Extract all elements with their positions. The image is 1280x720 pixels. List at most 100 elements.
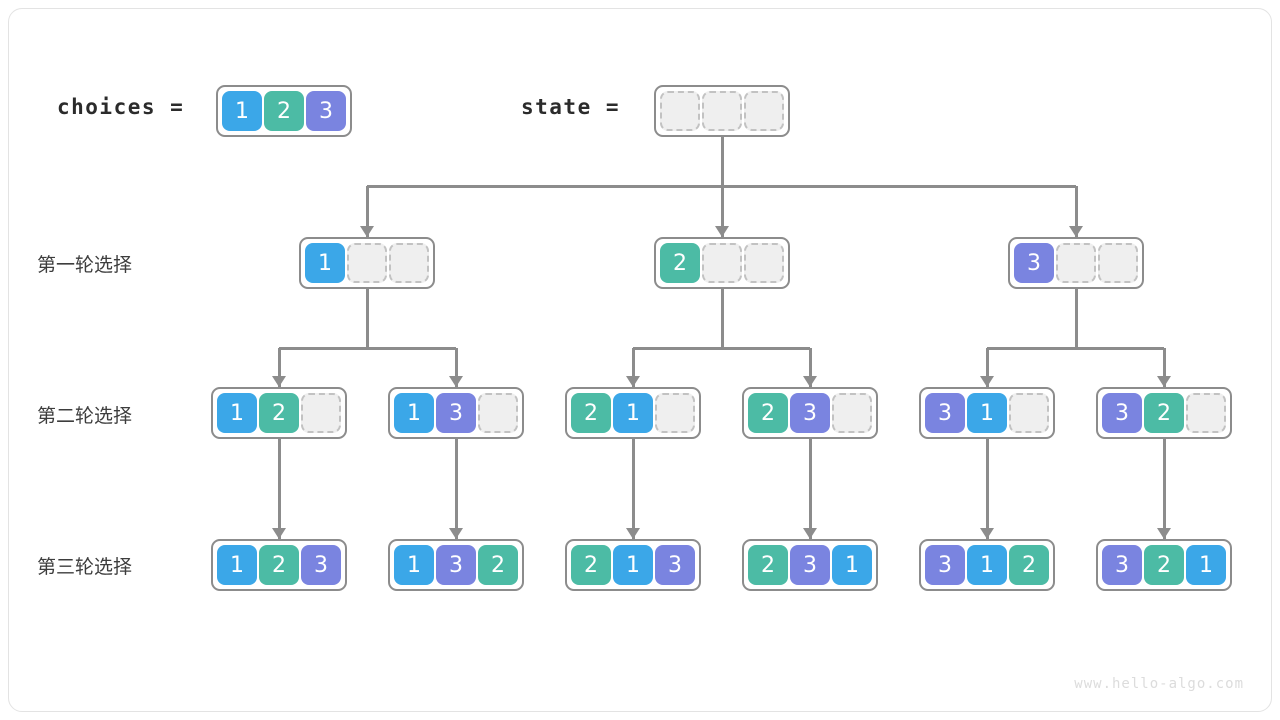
array-cell-filled: 2 (1144, 545, 1184, 585)
array-cell-empty (389, 243, 429, 283)
state-node-round-1-1: 1 (299, 237, 435, 289)
array-cell-filled: 3 (925, 545, 965, 585)
array-cell-filled: 1 (217, 545, 257, 585)
arrow-head (803, 528, 817, 539)
array-cell-filled: 2 (660, 243, 700, 283)
array-cell-filled: 2 (264, 91, 304, 131)
array-cell-filled: 2 (478, 545, 518, 585)
connector-line (985, 348, 989, 387)
array-cell-filled: 1 (613, 393, 653, 433)
arrow-head (626, 528, 640, 539)
array-cell-filled: 3 (1102, 545, 1142, 585)
connector-line (1162, 348, 1166, 387)
connector-line (277, 348, 281, 387)
array-cell-filled: 3 (790, 545, 830, 585)
array-cell-filled: 2 (571, 545, 611, 585)
array-cell-filled: 2 (1144, 393, 1184, 433)
array-cell-empty (832, 393, 872, 433)
array-cell-empty (1009, 393, 1049, 433)
arrow-head (980, 376, 994, 387)
array-cell-empty (1056, 243, 1096, 283)
connector-line (720, 137, 724, 186)
arrow-head (803, 376, 817, 387)
array-cell-empty (660, 91, 700, 131)
state-node-round-1-2: 2 (654, 237, 790, 289)
array-cell-empty (347, 243, 387, 283)
connector-line (720, 289, 724, 348)
array-cell-filled: 3 (655, 545, 695, 585)
array-cell-empty (702, 91, 742, 131)
array-cell-filled: 3 (925, 393, 965, 433)
arrow-head (626, 376, 640, 387)
connector-line (1162, 439, 1166, 539)
array-cell-filled: 1 (305, 243, 345, 283)
connector-line (633, 346, 810, 350)
arrow-head (449, 376, 463, 387)
array-cell-empty (1098, 243, 1138, 283)
array-cell-filled: 3 (790, 393, 830, 433)
connector-line (631, 348, 635, 387)
array-cell-filled: 2 (748, 393, 788, 433)
arrow-head (1157, 376, 1171, 387)
array-cell-filled: 3 (306, 91, 346, 131)
array-cell-filled: 2 (259, 545, 299, 585)
arrow-head (715, 226, 729, 237)
connector-line (1074, 289, 1078, 348)
array-cell-filled: 2 (571, 393, 611, 433)
connector-line (365, 289, 369, 348)
array-cell-filled: 3 (436, 393, 476, 433)
connector-line (987, 346, 1164, 350)
array-cell-empty (702, 243, 742, 283)
connector-line (808, 348, 812, 387)
array-cell-empty (655, 393, 695, 433)
array-cell-filled: 1 (832, 545, 872, 585)
array-cell-filled: 1 (1186, 545, 1226, 585)
array-cell-empty (301, 393, 341, 433)
array-cell-empty (744, 91, 784, 131)
arrow-head (360, 226, 374, 237)
array-cell-filled: 3 (1014, 243, 1054, 283)
connector-line (279, 346, 456, 350)
row-label-round-1: 第一轮选择 (37, 254, 133, 276)
array-cell-filled: 2 (259, 393, 299, 433)
arrow-head (272, 528, 286, 539)
array-cell-filled: 3 (1102, 393, 1142, 433)
connector-line (454, 348, 458, 387)
state-node-round-1-3: 3 (1008, 237, 1144, 289)
array-cell-filled: 3 (301, 545, 341, 585)
watermark: www.hello-algo.com (1074, 676, 1244, 692)
row-label-round-2: 第二轮选择 (37, 405, 133, 427)
array-cell-empty (478, 393, 518, 433)
array-cell-empty (744, 243, 784, 283)
array-cell-filled: 1 (222, 91, 262, 131)
state-array (654, 85, 790, 137)
choices-label: choices = (57, 95, 185, 119)
arrow-head (449, 528, 463, 539)
connector-line (277, 439, 281, 539)
diagram-frame (8, 8, 1272, 712)
arrow-head (272, 376, 286, 387)
array-cell-filled: 1 (967, 545, 1007, 585)
connector-line (454, 439, 458, 539)
row-label-round-3: 第三轮选择 (37, 556, 133, 578)
array-cell-filled: 1 (394, 393, 434, 433)
connector-line (1074, 186, 1078, 237)
connector-line (720, 186, 724, 237)
array-cell-filled: 1 (967, 393, 1007, 433)
connector-line (365, 186, 369, 237)
array-cell-filled: 2 (1009, 545, 1049, 585)
